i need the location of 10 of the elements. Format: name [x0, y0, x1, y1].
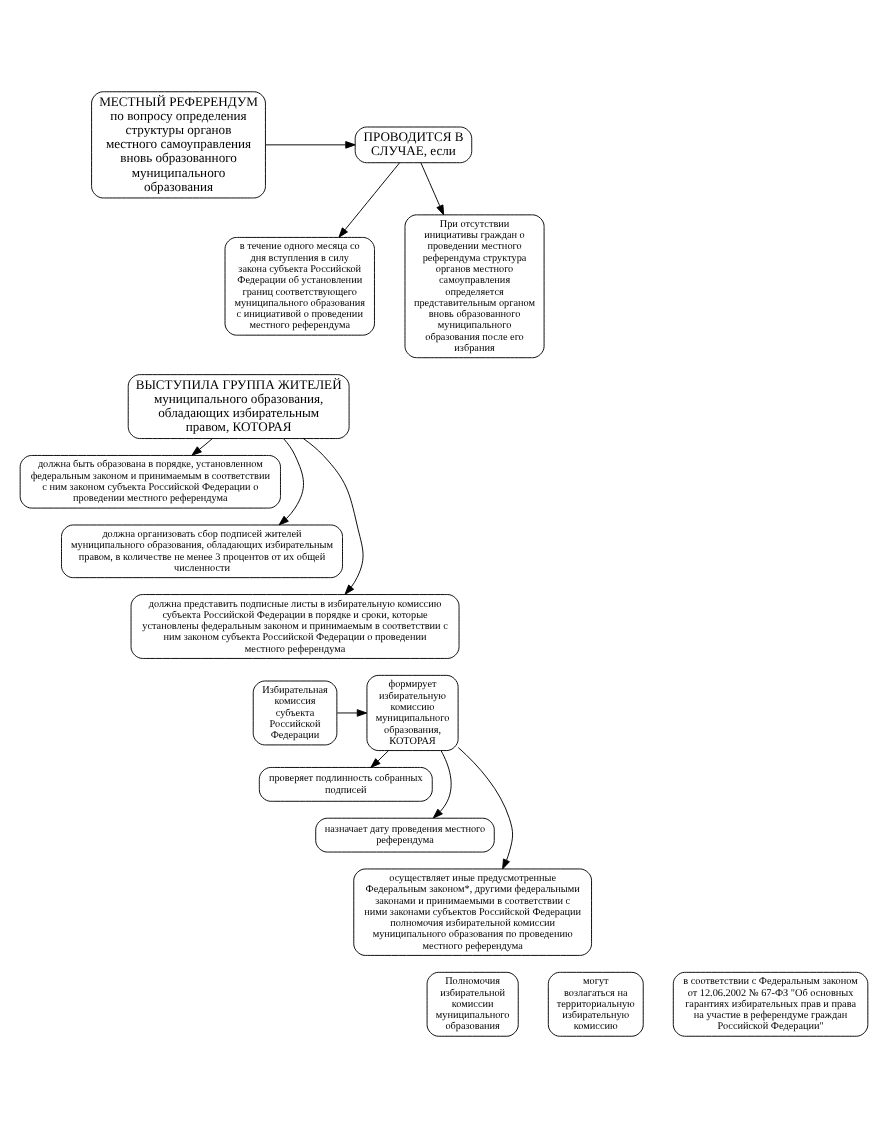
- arrow: [265, 140, 356, 148]
- arrow: [191, 437, 213, 455]
- arrow: [338, 161, 400, 237]
- arrow: [457, 746, 514, 869]
- arrow: [303, 437, 364, 594]
- arrow: [370, 749, 389, 767]
- arrow: [278, 437, 304, 525]
- arrow: [420, 161, 445, 215]
- arrow: [432, 749, 452, 818]
- arrow: [336, 708, 368, 716]
